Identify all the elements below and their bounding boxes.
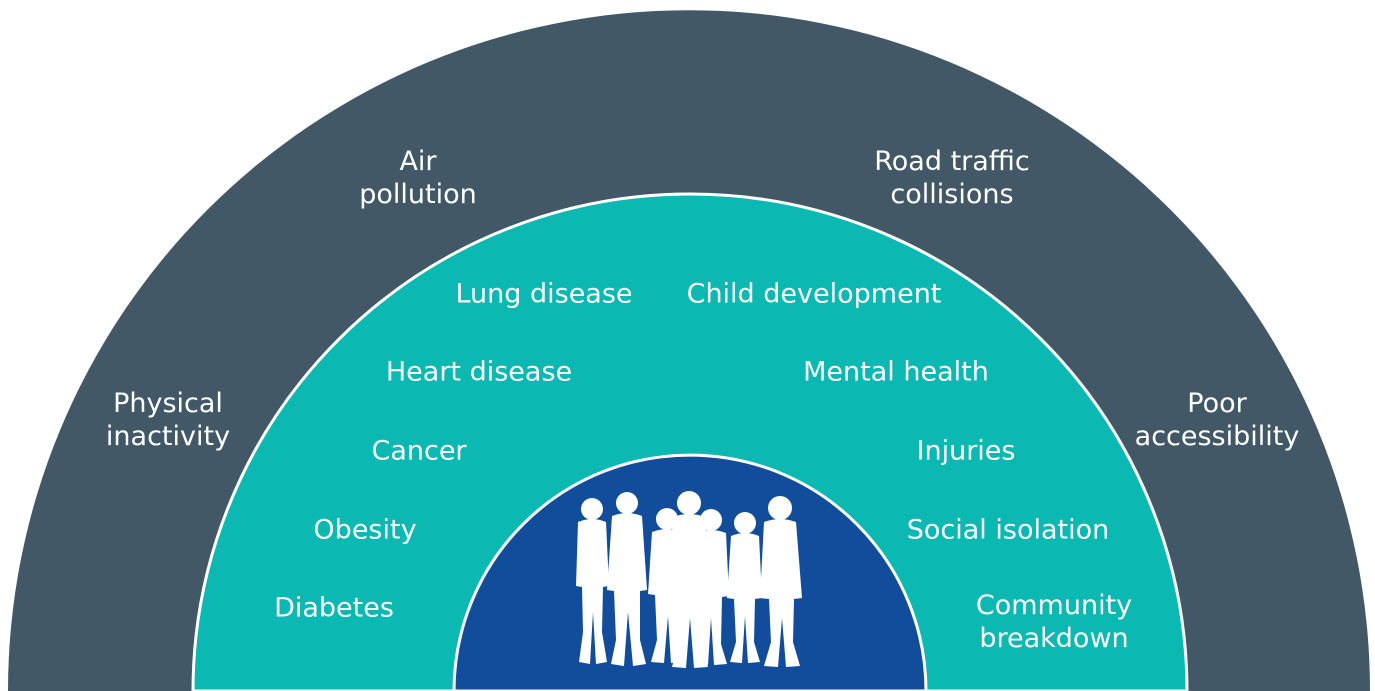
label-physical-inactivity: Physical inactivity [105,388,231,452]
person-silhouette-icon [607,492,647,666]
label-road-traffic-collisions: Road traffic collisions [874,146,1030,210]
label-cancer: Cancer [371,435,467,467]
label-diabetes: Diabetes [274,592,394,624]
label-mental-health: Mental health [803,356,989,388]
person-silhouette-icon [576,498,609,664]
person-silhouette-icon [692,509,729,665]
label-poor-accessibility: Poor accessibility [1134,388,1300,452]
middle-ring [191,192,1189,691]
person-silhouette-icon [760,496,802,667]
label-injuries: Injuries [916,435,1016,467]
label-lung-disease: Lung disease [455,278,633,310]
label-social-isolation: Social isolation [906,514,1110,546]
label-obesity: Obesity [313,514,417,546]
label-heart-disease: Heart disease [385,356,573,388]
label-child-development: Child development [686,278,942,310]
people-group-silhouette-icon [576,491,802,668]
label-air-pollution: Air pollution [359,146,477,210]
label-community-breakdown: Community breakdown [975,590,1133,654]
person-silhouette-icon [727,512,762,663]
